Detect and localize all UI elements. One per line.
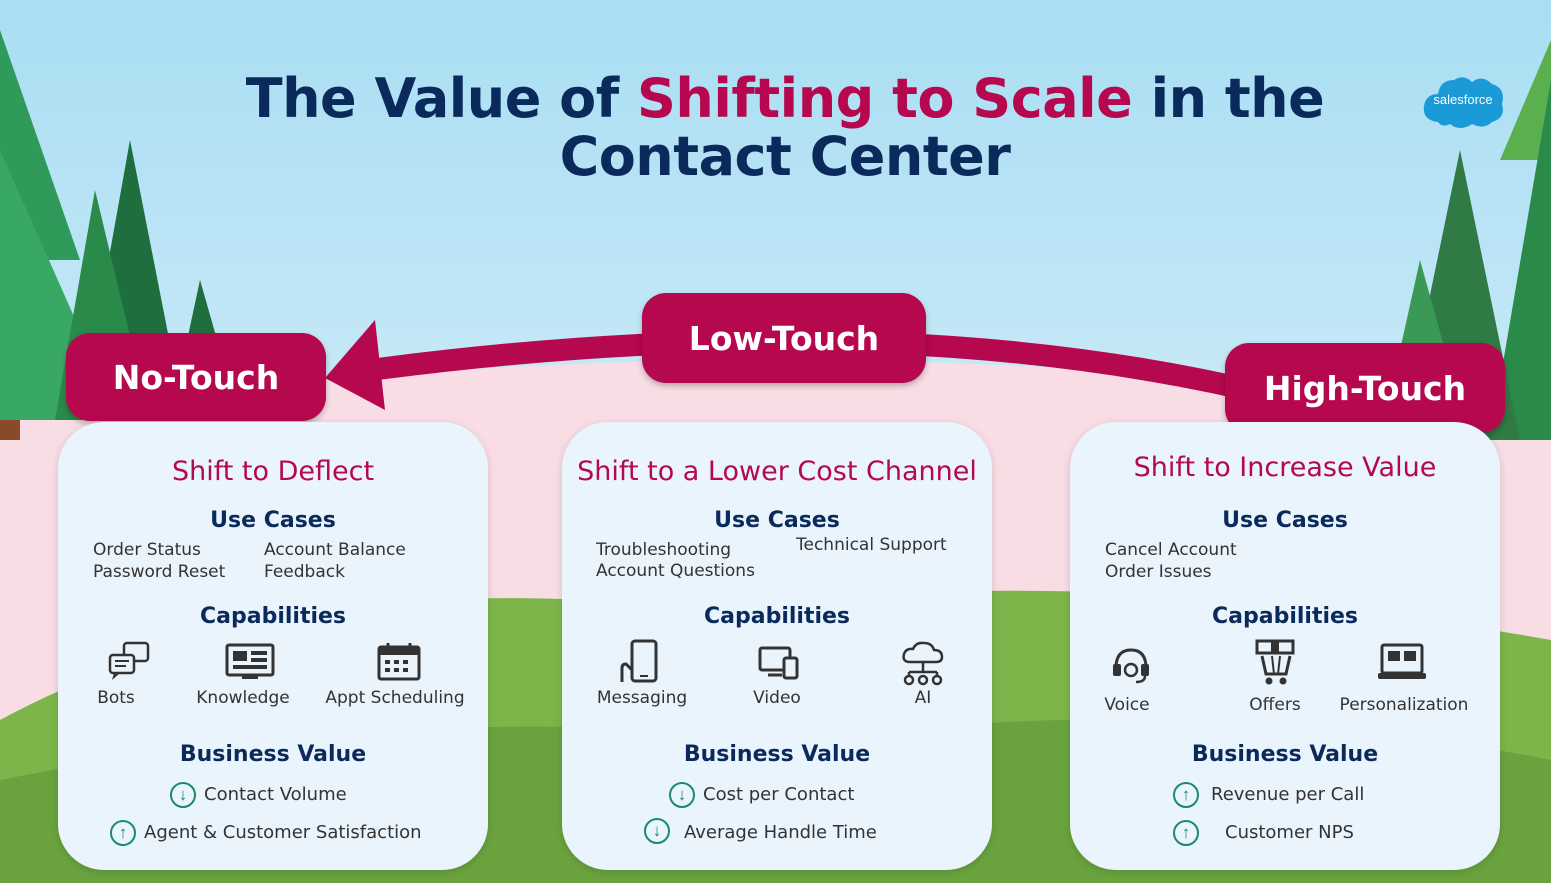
business-value-item: Customer NPS <box>1225 822 1354 843</box>
calendar-icon <box>377 643 421 681</box>
headset-icon <box>1113 648 1149 684</box>
card-title: Shift to Increase Value <box>1133 452 1437 483</box>
logo-text: salesforce <box>1433 92 1493 107</box>
capabilities-heading: Capabilities <box>1211 604 1359 629</box>
capabilities-heading: Capabilities <box>199 604 347 629</box>
business-value-heading: Business Value <box>1191 742 1379 767</box>
title-part2: in the <box>1132 67 1325 130</box>
capability-label: AI <box>914 688 932 708</box>
gift-cart-icon <box>1255 639 1295 685</box>
low-touch-pill: Low-Touch <box>642 293 926 383</box>
title-highlight: Shifting to Scale <box>637 67 1133 130</box>
business-value-item: Average Handle Time <box>684 822 877 843</box>
card-shift-to-lower-cost-channel: Shift to a Lower Cost Channel Use Cases … <box>562 422 992 870</box>
laptop-icon <box>1378 643 1426 679</box>
use-case-item: Account Questions <box>596 561 755 581</box>
capability-label: Bots <box>97 688 135 708</box>
use-case-item: Order Issues <box>1105 562 1212 582</box>
card-shift-to-deflect: Shift to Deflect Use Cases Order Status … <box>58 422 488 870</box>
use-case-item: Order Status <box>93 540 201 560</box>
video-devices-icon <box>758 646 799 680</box>
use-case-item: Troubleshooting <box>596 540 732 560</box>
card-shift-to-increase-value: Shift to Increase Value Use Cases Cancel… <box>1070 422 1500 870</box>
capabilities-heading: Capabilities <box>703 604 851 629</box>
capability-label: Voice <box>1104 695 1150 715</box>
up-arrow-icon: ↑ <box>1173 820 1199 846</box>
use-cases-heading: Use Cases <box>1222 508 1348 533</box>
capability-label: Messaging <box>596 688 688 708</box>
use-case-item: Account Balance <box>264 540 406 560</box>
no-touch-pill: No-Touch <box>66 333 326 421</box>
business-value-item: Cost per Contact <box>703 784 855 805</box>
business-value-item: Contact Volume <box>204 784 347 805</box>
use-case-item: Cancel Account <box>1105 540 1237 560</box>
high-touch-pill: High-Touch <box>1225 343 1505 433</box>
business-value-item: Revenue per Call <box>1211 784 1365 805</box>
business-value-heading: Business Value <box>683 742 871 767</box>
cloud-network-icon <box>902 641 944 686</box>
card-title: Shift to a Lower Cost Channel <box>577 456 977 487</box>
page-title: The Value of Shifting to Scale in the Co… <box>200 70 1370 186</box>
use-case-item: Feedback <box>264 562 345 582</box>
salesforce-logo <box>1423 77 1503 128</box>
up-arrow-icon: ↑ <box>110 820 136 846</box>
capability-label: Offers <box>1249 695 1301 715</box>
title-part1: The Value of <box>245 67 638 130</box>
capability-label: Video <box>753 688 801 708</box>
capability-label: Appt Scheduling <box>325 688 465 708</box>
card-title: Shift to Deflect <box>171 456 375 487</box>
down-arrow-icon: ↓ <box>669 782 695 808</box>
business-value-heading: Business Value <box>179 742 367 767</box>
chat-bubbles-icon <box>108 641 150 680</box>
down-arrow-icon: ↓ <box>170 782 196 808</box>
capability-label: Knowledge <box>196 688 290 708</box>
down-arrow-icon: ↓ <box>644 818 670 844</box>
up-arrow-icon: ↑ <box>1173 782 1199 808</box>
use-case-item: Password Reset <box>93 562 226 582</box>
capability-label: Personalization <box>1339 695 1469 715</box>
use-case-item: Technical Support <box>796 535 947 555</box>
mobile-phone-icon <box>620 639 658 683</box>
business-value-item: Agent & Customer Satisfaction <box>144 822 422 843</box>
title-line2: Contact Center <box>559 125 1011 188</box>
knowledge-screen-icon <box>225 643 275 679</box>
use-cases-heading: Use Cases <box>714 508 840 533</box>
use-cases-heading: Use Cases <box>210 508 336 533</box>
